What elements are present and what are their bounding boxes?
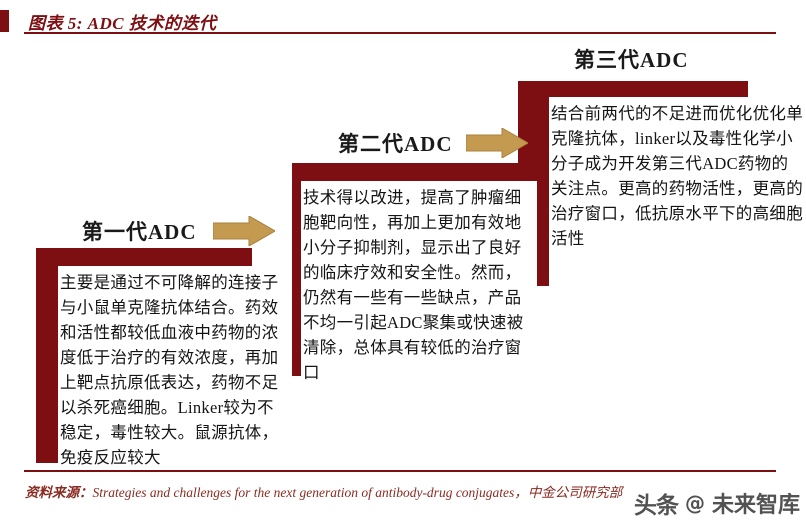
generation-3-text: 结合前两代的不足进而优化优化单克隆抗体，linker以及毒性化学小分子成为开发第… (551, 104, 803, 248)
footer-divider (24, 470, 776, 472)
source-line: 资料来源：Strategies and challenges for the n… (25, 481, 622, 501)
source-organization: 中金公司研究部 (527, 485, 623, 500)
watermark: 头条 @ 未来智库 (634, 486, 806, 520)
watermark-account-name: 未来智库 (712, 493, 801, 518)
generation-2-label: 第二代ADC (338, 132, 453, 156)
header-divider (24, 32, 776, 34)
generation-block-1: 第一代ADC 主要是通过不可降解的连接子与小鼠单克隆抗体结合。药效和活性都较低血… (36, 216, 298, 471)
watermark-brand: 头条 (634, 493, 679, 519)
page-title: 图表 5: ADC 技术的迭代 (28, 14, 217, 33)
generation-2-text: 技术得以改进，提高了肿瘤细胞靶向性，再加上更加有效地小分子抑制剂，显示出了良好的… (303, 188, 524, 382)
source-reference: Strategies and challenges for the next g… (92, 485, 528, 500)
generation-block-3: 第三代ADC 结合前两代的不足进而优化优化单克隆抗体，linker以及毒性化学小… (518, 44, 806, 294)
generation-block-2: 第二代ADC 技术得以改进，提高了肿瘤细胞靶向性，再加上更加有效地小分子抑制剂，… (292, 128, 582, 390)
generation-2-panel: 技术得以改进，提高了肿瘤细胞靶向性，再加上更加有效地小分子抑制剂，显示出了良好的… (301, 181, 537, 388)
generation-1-panel: 主要是通过不可降解的连接子与小鼠单克隆抗体结合。药效和活性都较低血液中药物的浓度… (58, 266, 282, 471)
arrow-gen1-to-gen2 (212, 215, 277, 247)
generation-3-panel: 结合前两代的不足进而优化优化单克隆抗体，linker以及毒性化学小分子成为开发第… (549, 97, 806, 294)
generation-1-label: 第一代ADC (82, 220, 197, 244)
generation-3-label: 第三代ADC (574, 48, 689, 72)
figure-header: 图表 5: ADC 技术的迭代 (0, 6, 806, 36)
watermark-at-icon: @ (685, 491, 705, 515)
header-accent-bar (0, 10, 9, 32)
arrow-gen2-to-gen3 (465, 127, 530, 159)
source-label: 资料来源： (25, 485, 93, 500)
generation-1-text: 主要是通过不可降解的连接子与小鼠单克隆抗体结合。药效和活性都较低血液中药物的浓度… (60, 273, 279, 467)
